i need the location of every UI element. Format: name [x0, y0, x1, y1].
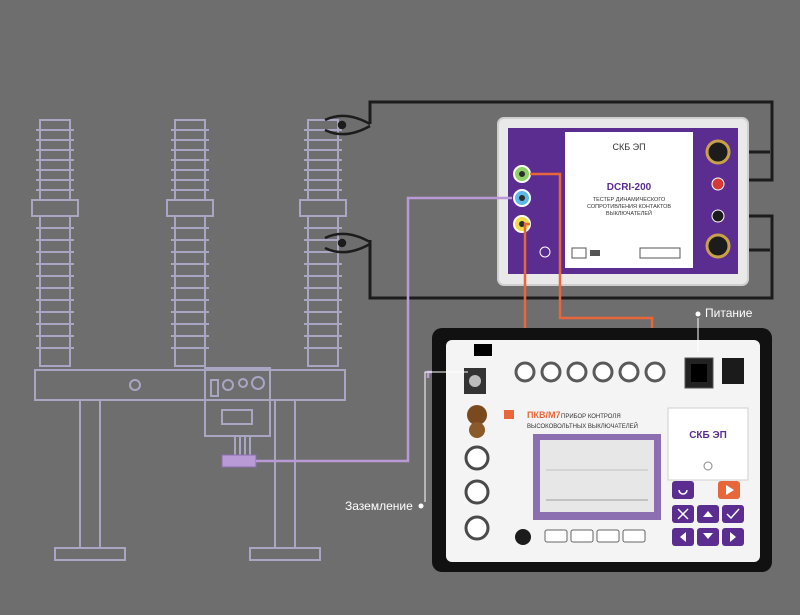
breaker-legs [79, 400, 296, 548]
pkv-button-2[interactable] [570, 529, 594, 543]
breaker-connector [221, 454, 257, 468]
pkv-connectors-left [464, 405, 490, 541]
dcri-desc-line1: ТЕСТЕР ДИНАМИЧЕСКОГО [593, 197, 666, 203]
socket-current-bottom[interactable] [705, 233, 731, 259]
dcri-200-device: СКБ ЭП DCRI-200 ТЕСТЕР ДИНАМИЧЕСКОГО СОП… [497, 117, 749, 286]
clamp-bottom [324, 232, 371, 254]
callout-lines [424, 318, 699, 502]
insulator-right [299, 119, 347, 367]
key-refresh[interactable] [672, 481, 694, 499]
power-switch[interactable] [722, 358, 744, 384]
insulator-middle [166, 119, 214, 367]
dcri-brand: СКБ ЭП [612, 142, 645, 152]
pkv-desc-line1: ПРИБОР КОНТРОЛЯ [561, 414, 621, 420]
pkv-m7-device: ПКВ/М7 ПРИБОР КОНТРОЛЯ ВЫСОКОВОЛЬТНЫХ ВЫ… [432, 328, 772, 572]
socket-current-top[interactable] [705, 139, 731, 165]
pkv-button-4[interactable] [622, 529, 646, 543]
warning-icon [504, 410, 514, 419]
dcri-white-center [565, 132, 693, 268]
foot-right [249, 547, 321, 561]
foot-left [54, 547, 126, 561]
socket-red[interactable] [711, 177, 725, 191]
pkv-connectors-top [514, 361, 666, 383]
power-callout-dot [695, 311, 701, 317]
pkv-button-3[interactable] [596, 529, 620, 543]
pkv-logo-box [667, 407, 749, 481]
black-cables [368, 100, 774, 300]
dcri-desc-line2: СОПРОТИВЛЕНИЯ КОНТАКТОВ [587, 204, 671, 210]
clamp-top [324, 114, 371, 136]
power-label: Питание [705, 306, 753, 320]
insulator-left [31, 119, 79, 367]
dcri-model: DCRI-200 [607, 182, 652, 193]
frame-bolt [129, 379, 141, 391]
pkv-knob[interactable] [515, 529, 531, 545]
dcri-desc-line3: ВЫКЛЮЧАТЕЛЕЙ [606, 209, 652, 217]
breaker-frame [34, 369, 346, 401]
ground-label: Заземление [345, 499, 413, 513]
ground-symbol-icon [539, 246, 551, 258]
drive-box [204, 367, 271, 437]
pkv-desc-line2: ВЫСОКОВОЛЬТНЫХ ВЫКЛЮЧАТЕЛЕЙ [527, 422, 638, 430]
pkv-model: ПКВ/М7 [527, 410, 560, 420]
circuit-breaker [31, 119, 347, 561]
pkv-button-1[interactable] [544, 529, 568, 543]
pkv-brand: СКБ ЭП [689, 430, 727, 441]
socket-black[interactable] [711, 209, 725, 223]
key-ok[interactable] [722, 505, 744, 523]
ground-callout-dot [418, 503, 424, 509]
